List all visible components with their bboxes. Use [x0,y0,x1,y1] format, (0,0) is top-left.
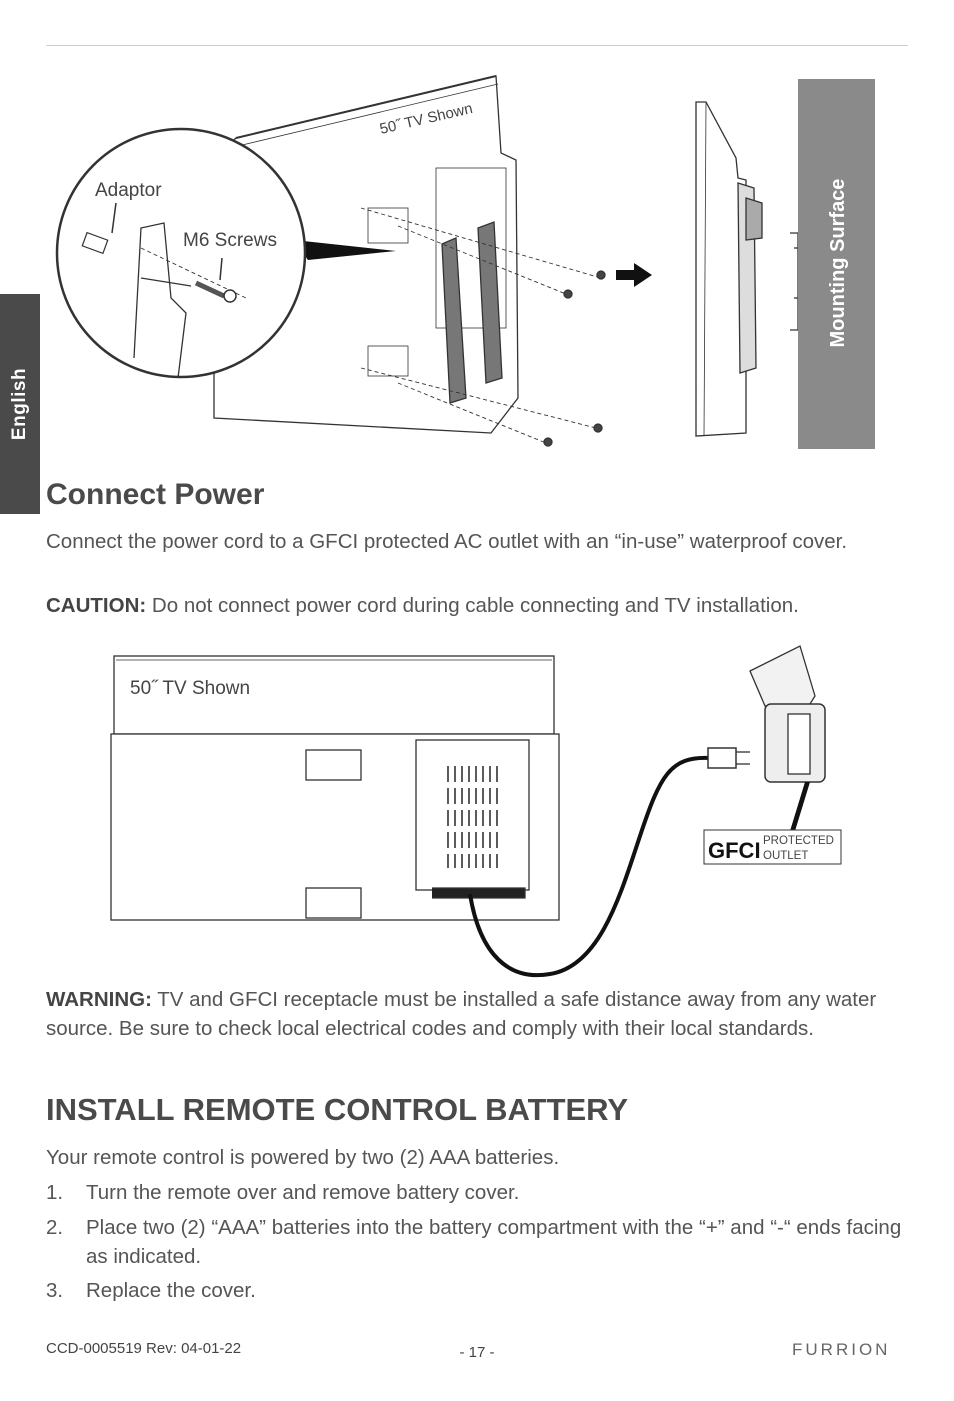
power-connection-figure: 50˝ TV Shown GFCI PROTECTED OUTLET [110,645,842,978]
connect-power-heading: Connect Power [46,478,265,511]
battery-step: 1. Turn the remote over and remove batte… [46,1181,520,1204]
figure2-gfci-sub1: PROTECTED [763,835,834,847]
language-tab-label: English [9,367,30,441]
battery-step: 2. Place two (2) “AAA” batteries into th… [46,1216,902,1268]
language-tab: English [0,294,40,514]
figure2-gfci-sub2: OUTLET [763,850,808,862]
footer-doc-id: CCD-0005519 Rev: 04-01-22 [46,1340,242,1357]
figure1-mounting-surface: Mounting Surface [827,179,849,348]
figure2-tv-label: 50˝ TV Shown [130,678,250,699]
figure2-gfci-label: GFCI [708,838,761,863]
header-rule [46,45,908,46]
mount-installation-figure: Mounting Surface 50˝ TV Shown Adaptor M6… [55,75,875,449]
footer-page-number: - 17 - [459,1344,495,1361]
battery-intro: Your remote control is powered by two (2… [46,1146,560,1169]
caution-text: CAUTION: Do not connect power cord durin… [46,594,799,617]
warning-label: WARNING: [46,988,152,1011]
caution-label: CAUTION: [46,594,147,617]
figure1-callout-screws: M6 Screws [183,230,277,251]
figure1-callout-adaptor: Adaptor [95,180,162,201]
battery-step: 3. Replace the cover. [46,1279,256,1302]
warning-text: WARNING: TV and GFCI receptacle must be … [46,988,877,1040]
battery-heading: INSTALL REMOTE CONTROL BATTERY [46,1092,629,1127]
connect-power-intro: Connect the power cord to a GFCI protect… [46,530,848,553]
brand-logo: FURRION [792,1340,891,1359]
